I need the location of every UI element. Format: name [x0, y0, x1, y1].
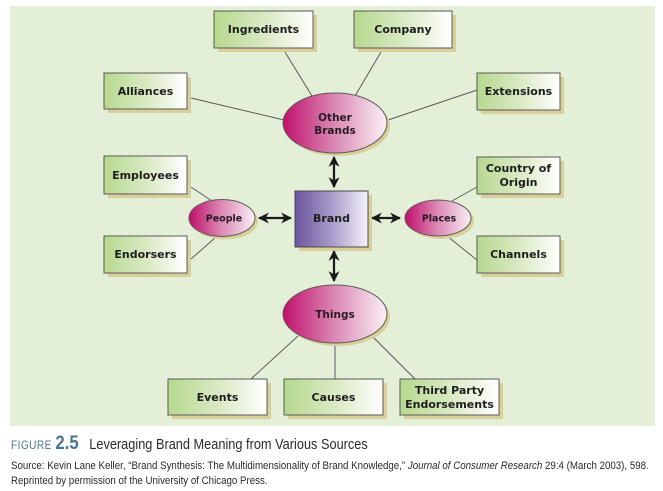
- source-label-ingredients: Ingredients: [228, 23, 300, 36]
- hub-label-places: Places: [422, 214, 457, 225]
- hub-people: People: [188, 199, 258, 240]
- connector-company: [354, 51, 382, 97]
- source-label-channels: Channels: [490, 248, 547, 261]
- hub-label-people: People: [206, 214, 242, 225]
- source-box-employees: Employees: [103, 155, 191, 198]
- connector-ingredients: [284, 51, 313, 97]
- source-box-endorsers: Endorsers: [103, 235, 191, 277]
- source-box-extensions: Extensions: [476, 72, 564, 114]
- hub-label-other-brands-line2: Brands: [314, 125, 356, 137]
- hub-label-other-brands-line1: Other: [318, 112, 353, 124]
- figure-caption: FIGURE 2.5 Leveraging Brand Meaning from…: [11, 433, 656, 489]
- hub-places: Places: [404, 199, 474, 239]
- connector-extensions: [387, 89, 478, 121]
- source-prefix: Source: Kevin Lane Keller, “Brand Synthe…: [11, 460, 406, 472]
- source-label-events: Events: [197, 391, 239, 404]
- source-box-third-party-endorsements: Third Party Endorsements: [399, 378, 503, 419]
- connector-channels: [446, 235, 478, 261]
- source-label-employees: Employees: [112, 169, 179, 182]
- source-box-company: Company: [353, 10, 456, 52]
- source-label-third-party-line2: Endorsements: [405, 398, 494, 411]
- source-box-channels: Channels: [476, 235, 564, 277]
- figure-title-line: FIGURE 2.5 Leveraging Brand Meaning from…: [11, 433, 579, 455]
- hub-things: Things: [282, 284, 390, 346]
- source-label-extensions: Extensions: [485, 85, 553, 98]
- connector-country-of-origin: [451, 186, 478, 202]
- source-box-events: Events: [167, 378, 271, 419]
- figure-title: Leveraging Brand Meaning from Various So…: [89, 437, 368, 453]
- source-box-causes: Causes: [283, 378, 387, 419]
- connector-alliances: [190, 97, 285, 121]
- connector-endorsers: [190, 236, 217, 260]
- source-box-alliances: Alliances: [103, 72, 191, 113]
- source-label-third-party-line1: Third Party: [415, 384, 484, 397]
- hub-label-things: Things: [315, 309, 354, 321]
- source-suffix: 29:4 (March 2003), 598. Reprinted by per…: [11, 460, 649, 487]
- source-journal: Journal of Consumer Research: [407, 460, 543, 472]
- source-box-country-of-origin: Country of Origin: [476, 156, 564, 198]
- brand-label: Brand: [313, 212, 350, 225]
- source-box-ingredients: Ingredients: [213, 10, 317, 52]
- figure-number: 2.5: [55, 433, 79, 454]
- figure-source: Source: Kevin Lane Keller, “Brand Synthe…: [11, 459, 655, 489]
- figure-word: FIGURE: [11, 440, 52, 452]
- source-label-alliances: Alliances: [118, 85, 174, 98]
- source-label-causes: Causes: [312, 391, 356, 404]
- source-label-endorsers: Endorsers: [114, 248, 177, 261]
- hub-other-brands: Other Brands: [282, 92, 390, 156]
- connector-events: [250, 335, 299, 380]
- brand-meaning-diagram: Ingredients Company Alliances Extensions…: [103, 10, 564, 419]
- source-label-country-of-origin-line2: Origin: [499, 176, 537, 189]
- connector-employees: [190, 186, 213, 202]
- connector-third-party: [372, 336, 416, 380]
- brand-center-box: Brand: [294, 190, 372, 251]
- source-label-company: Company: [374, 23, 431, 36]
- source-label-country-of-origin-line1: Country of: [486, 162, 552, 175]
